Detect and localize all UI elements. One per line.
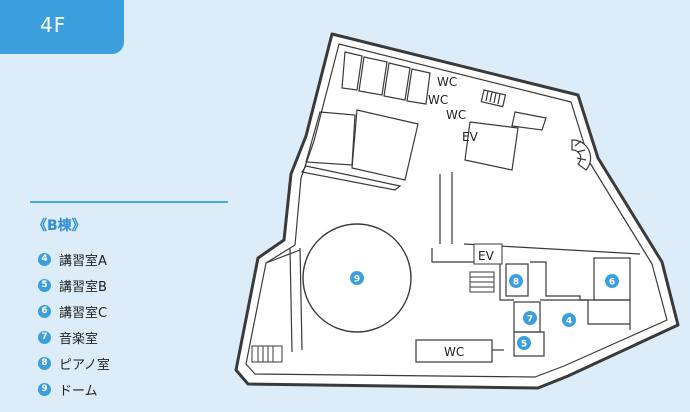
building-inner-wall [245, 43, 668, 378]
room-5-number: 5 [521, 340, 527, 350]
room-8-number: 8 [513, 278, 519, 288]
elevator [473, 243, 503, 265]
room-8-marker [509, 274, 523, 288]
room-markers: 9 8 6 7 4 5 [350, 271, 619, 350]
legend-item-label: ドーム [59, 383, 98, 399]
room-9-number: 9 [354, 275, 360, 285]
floor-tab: 4F [0, 0, 124, 54]
divider [30, 201, 228, 203]
upper-corridor [439, 89, 507, 244]
wc-label-1: WC [437, 75, 457, 89]
room-4-number: 4 [566, 317, 572, 327]
legend-item-8: 8 ピアノ室 [38, 350, 110, 376]
room-7-number: 7 [527, 315, 533, 325]
legend-item-label: 講習室C [59, 305, 108, 321]
ev-label-1: EV [462, 130, 479, 144]
ev-label-2: EV [478, 249, 495, 263]
room-6-number: 6 [609, 278, 615, 288]
upper-rooms [301, 51, 547, 191]
legend-item-label: 講習室A [59, 253, 107, 269]
room-number-badge: 8 [38, 356, 51, 370]
legend-item-6: 6 講習室C [38, 298, 110, 324]
spiral-stair [571, 139, 592, 171]
legend-item-label: 講習室B [59, 279, 107, 295]
room-6-marker [605, 274, 619, 288]
wc-label-3: WC [446, 108, 466, 122]
wc-label-2: WC [428, 93, 448, 107]
floor-label: 4F [40, 13, 67, 37]
room-9-marker [350, 271, 364, 285]
legend-item-4: 4 講習室A [38, 246, 110, 272]
room-number-badge: 6 [38, 304, 51, 318]
legend-item-5: 5 講習室B [38, 272, 110, 298]
legend-item-7: 7 音楽室 [38, 324, 110, 350]
stair-center [469, 271, 495, 293]
legend-title: 《B棟》 [33, 218, 86, 234]
room-number-badge: 7 [38, 330, 51, 344]
legend-item-label: 音楽室 [59, 331, 99, 347]
room-number-badge: 9 [38, 382, 51, 396]
room-number-badge: 5 [38, 278, 51, 292]
legend-item-label: ピアノ室 [59, 357, 110, 373]
room-4-marker [562, 313, 576, 327]
wc-label-4: WC [444, 345, 464, 359]
room-number-badge: 4 [38, 252, 51, 266]
legend-list: 4 講習室A 5 講習室B 6 講習室C 7 音楽室 8 ピアノ室 9 ドーム [38, 246, 110, 402]
legend-item-9: 9 ドーム [38, 376, 110, 402]
room-5-marker [517, 336, 531, 350]
stair-bottom-left [251, 345, 283, 363]
room-7-marker [523, 311, 537, 325]
